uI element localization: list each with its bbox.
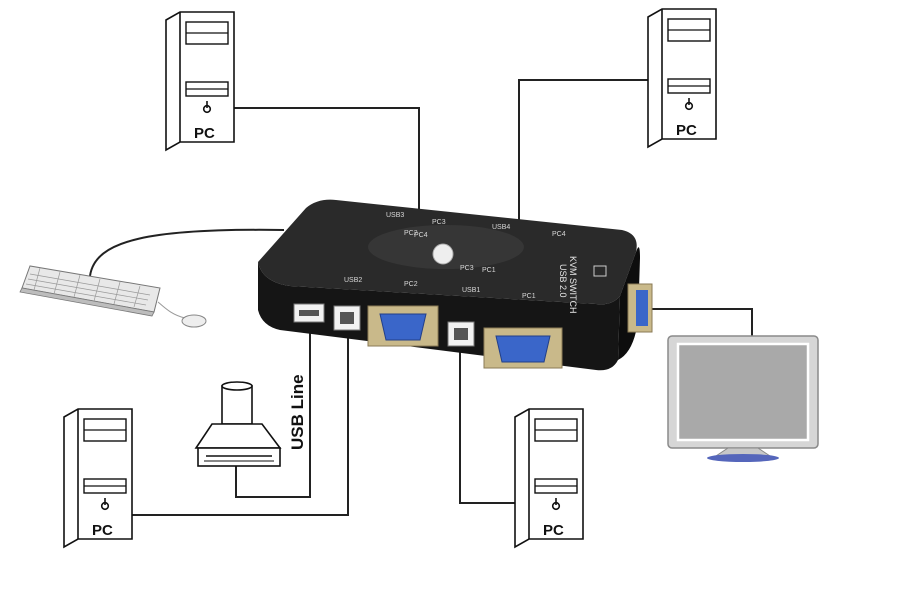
wires xyxy=(89,79,753,516)
wire-top-left-pc xyxy=(232,107,420,216)
kvm-subtitle: KVM SWITCH xyxy=(568,256,578,314)
kvm-top-port-label: PC4 xyxy=(552,231,566,238)
kvm-port-label: PC1 xyxy=(522,293,536,300)
kvm-usb-a-port xyxy=(293,303,325,323)
pc-bottom-left: PC xyxy=(63,408,133,548)
kvm-top-port-label: USB3 xyxy=(386,212,404,219)
kvm-port-label: USB2 xyxy=(344,277,362,284)
kvm-top-label: PC3 xyxy=(460,265,474,272)
keyboard-icon xyxy=(19,265,161,317)
kvm-top-port-label: PC3 xyxy=(432,219,446,226)
kvm-side-vga-port xyxy=(627,283,653,333)
kvm-top-label: PC2 xyxy=(404,230,418,237)
kvm-top-label: PC4 xyxy=(414,232,428,239)
kvm-port-label: USB1 xyxy=(462,287,480,294)
wire-top-right-pc xyxy=(518,79,650,222)
kvm-usb-b-port-2 xyxy=(333,305,361,331)
pc-bottom-right: PC xyxy=(514,408,584,548)
wire-bottom-right-pc xyxy=(459,338,517,504)
kvm-title: USB 2.0 xyxy=(558,264,568,298)
pc-label: PC xyxy=(543,522,564,539)
monitor-icon xyxy=(667,335,819,462)
kvm-vga-port-1 xyxy=(483,327,563,369)
wire-bottom-left-pc xyxy=(132,322,349,516)
kvm-top-port-label: USB4 xyxy=(492,224,510,231)
kvm-vga-port-2 xyxy=(367,305,439,347)
pc-top-right: PC xyxy=(647,8,717,148)
printer-icon xyxy=(194,381,282,467)
usb-line-label: USB Line xyxy=(288,374,307,450)
mouse-icon xyxy=(157,301,207,328)
kvm-top-label: PC1 xyxy=(482,267,496,274)
pc-label: PC xyxy=(92,522,113,539)
wire-monitor xyxy=(652,308,753,336)
wire-usb-line xyxy=(235,322,311,498)
kvm-usb-b-port-1 xyxy=(447,321,475,347)
kvm-switch-icon: PC4 PC3 PC1 PC2 USB3 PC3 USB4 PC4 USB2 P… xyxy=(258,199,653,371)
kvm-port-label: PC2 xyxy=(404,281,418,288)
pc-label: PC xyxy=(676,122,697,139)
pc-top-left: PC xyxy=(165,11,235,151)
wire-keyboard xyxy=(89,228,285,277)
pc-label: PC xyxy=(194,125,215,142)
